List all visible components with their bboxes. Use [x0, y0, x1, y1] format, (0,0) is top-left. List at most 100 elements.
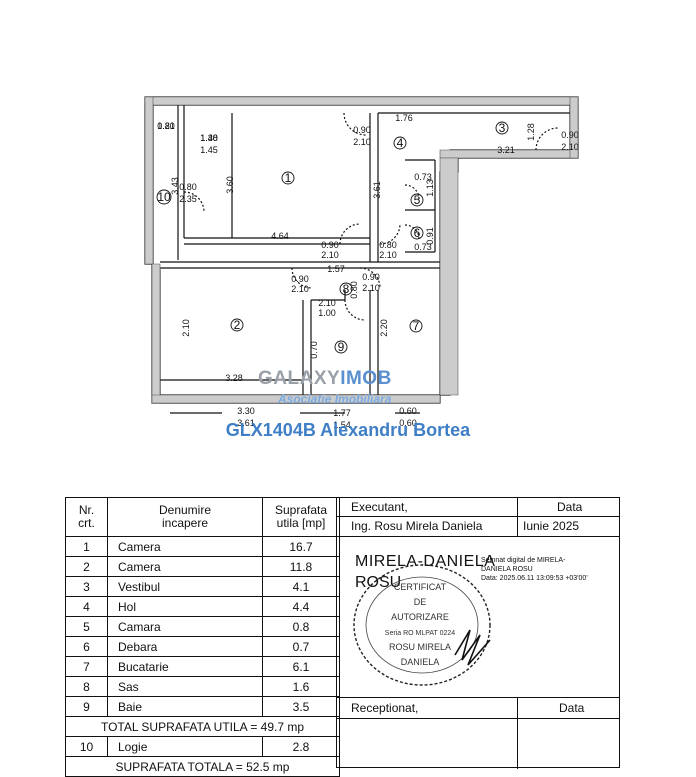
dimension-label: 1.30 — [200, 133, 218, 143]
executant-name: Ing. Rosu Mirela Daniela — [351, 519, 483, 533]
sig-divider-bottom — [517, 697, 518, 769]
table-header-row: Nr. crt. Denumire incapere Suprafata uti… — [65, 497, 340, 537]
dimension-label: 0.80 — [349, 281, 359, 299]
header-area: Suprafata utila [mp] — [262, 497, 340, 537]
digital-note-2: DANIELA ROSU — [481, 566, 533, 573]
row-area: 6.1 — [262, 656, 340, 677]
dimension-label: 2.10 — [291, 284, 309, 294]
header-nr-text: Nr. crt. — [78, 503, 95, 530]
header-area-text: Suprafata utila [mp] — [274, 503, 328, 530]
stamp-text-line: Seria RO MLPAT 0224 — [385, 630, 456, 637]
dimension-label: 3.28 — [225, 373, 243, 383]
digital-note-1: Semnat digital de MIRELA- — [481, 557, 566, 564]
header-nr: Nr. crt. — [65, 497, 108, 537]
dimension-label: 2.10 — [321, 250, 339, 260]
dimension-label: 1.48 — [200, 133, 218, 143]
listing-caption: GLX1404B Alexandru Bortea — [225, 420, 471, 440]
row-area: 2.8 — [262, 736, 340, 757]
dimension-label: 3.21 — [497, 145, 515, 155]
row-nr: 4 — [65, 596, 108, 617]
sig-header-row: Executant, Data — [337, 498, 619, 517]
row-area: 4.4 — [262, 596, 340, 617]
receptionat-row: Receptionat, Data — [337, 697, 619, 719]
total-util-row: TOTAL SUPRAFATA UTILA = 49.7 mp — [65, 716, 340, 737]
room-number-2: 2 — [234, 318, 241, 332]
executant-label: Executant, — [351, 500, 408, 514]
watermark-brand-a: GALAXY — [258, 368, 341, 389]
header-name-text: Denumire incapere — [158, 503, 212, 530]
room-number-4: 4 — [397, 136, 404, 150]
stamp-text-line: DANIELA — [401, 657, 440, 667]
dimension-label: 0.60 — [399, 406, 417, 416]
stamp-text-line: ROSU MIRELA — [389, 642, 451, 652]
dimension-label: 1.00 — [318, 308, 336, 318]
total-row: SUPRAFATA TOTALA = 52.5 mp — [65, 756, 340, 777]
dimension-label: 0.60 — [399, 418, 417, 428]
header-name: Denumire incapere — [107, 497, 263, 537]
signature-scribble — [454, 629, 491, 666]
row-area: 11.8 — [262, 556, 340, 577]
row-name: Camera — [107, 556, 263, 577]
dimension-label: 0.90 — [321, 240, 339, 250]
dimension-label: 1.13 — [425, 179, 435, 197]
dimension-label: 2.10 — [561, 142, 579, 152]
room-number-8: 8 — [343, 282, 350, 296]
dimension-label: 0.81 — [157, 121, 175, 131]
row-area: 16.7 — [262, 536, 340, 557]
room-number-3: 3 — [499, 121, 506, 135]
dimension-label: 2.20 — [379, 319, 389, 337]
signature-table: Executant, Data Ing. Rosu Mirela Daniela… — [336, 497, 620, 769]
total-area: SUPRAFATA TOTALA = 52.5 mp — [65, 756, 340, 777]
dimension-label: 0.73 — [414, 172, 432, 182]
dimension-label: 2.10 — [318, 298, 336, 308]
dimension-label: 0.90 — [291, 274, 309, 284]
row-area: 1.6 — [262, 676, 340, 697]
watermark-brand-b: IMOB — [340, 368, 392, 389]
sig-divider-top — [517, 498, 518, 536]
dimension-label: 0.80 — [379, 240, 397, 250]
room-number-10: 10 — [157, 190, 171, 204]
dimension-label: 3.61 — [372, 181, 382, 199]
row-name: Hol — [107, 596, 263, 617]
room-number-1: 1 — [285, 171, 292, 185]
row-name: Sas — [107, 676, 263, 697]
dimension-label: 0.90 — [362, 272, 380, 282]
room-number-7: 7 — [413, 319, 420, 333]
room-number-5: 5 — [414, 193, 421, 207]
dimension-label: 1.20 — [157, 121, 175, 131]
row-area: 4.1 — [262, 576, 340, 597]
rooms-table: Nr. crt. Denumire incapere Suprafata uti… — [65, 497, 340, 777]
row-area: 3.5 — [262, 696, 340, 717]
sig-name-row: Ing. Rosu Mirela Daniela Iunie 2025 — [337, 516, 619, 537]
row-name: Baie — [107, 696, 263, 717]
dimension-label: 2.10 — [379, 250, 397, 260]
dimension-label: 4.64 — [271, 231, 289, 241]
row-area: 0.7 — [262, 636, 340, 657]
signer-line2: ROSU — [355, 574, 402, 591]
dimension-label: 1.54 — [333, 420, 351, 430]
dimension-label: 0.73 — [414, 242, 432, 252]
row-nr: 7 — [65, 656, 108, 677]
row-area: 0.8 — [262, 616, 340, 637]
row-nr: 5 — [65, 616, 108, 637]
dimension-label: 2.10 — [353, 137, 371, 147]
dimension-label: 1.57 — [327, 264, 345, 274]
row-name: Camara — [107, 616, 263, 637]
dimension-label: 2.35 — [179, 194, 197, 204]
dimension-label: 1.45 — [200, 145, 218, 155]
digital-signature-note: Semnat digital de MIRELA- DANIELA ROSU D… — [481, 556, 588, 583]
row-name: Debara — [107, 636, 263, 657]
row-nr: 8 — [65, 676, 108, 697]
dimension-label: 0.70 — [309, 341, 319, 359]
dimension-label: 1.28 — [526, 123, 536, 141]
room-number-9: 9 — [338, 340, 345, 354]
row-name: Logie — [107, 736, 263, 757]
